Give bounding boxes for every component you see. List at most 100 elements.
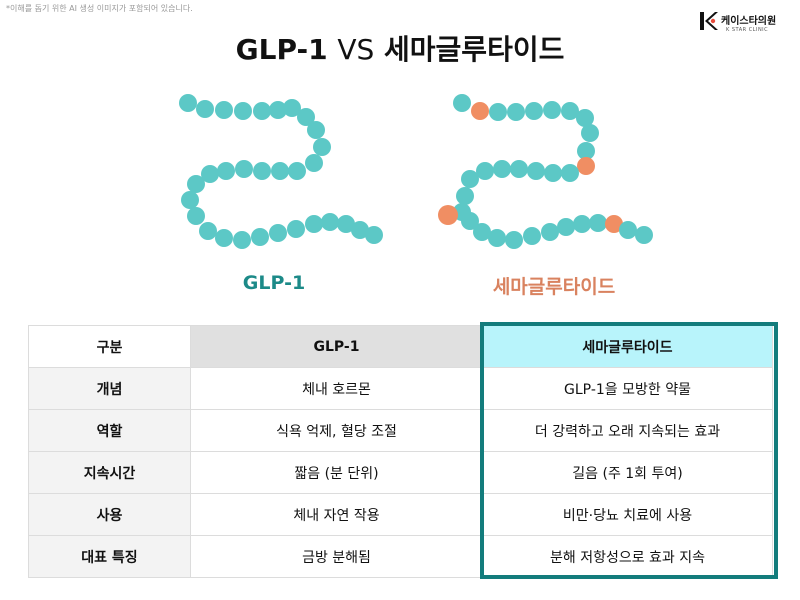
table-row: 지속시간 짧음 (분 단위) 길음 (주 1회 투여) <box>28 451 773 494</box>
table-row: 개념 체내 호르몬 GLP-1을 모방한 약물 <box>28 367 773 410</box>
amino-acid-bead <box>321 213 339 231</box>
amino-acid-bead <box>589 214 607 232</box>
glp1-chain-label: GLP-1 <box>242 272 306 294</box>
table-row: 대표 특징 금방 분해됨 분해 저항성으로 효과 지속 <box>28 535 773 578</box>
amino-acid-bead <box>453 94 471 112</box>
amino-acid-bead <box>635 226 653 244</box>
amino-acid-bead <box>179 94 197 112</box>
clinic-logo: 케이스타의원 K STAR CLINIC <box>698 10 794 36</box>
modified-amino-acid-bead <box>605 215 623 233</box>
amino-acid-bead <box>215 101 233 119</box>
row-label: 사용 <box>28 493 191 536</box>
amino-acid-bead <box>283 99 301 117</box>
amino-acid-bead <box>456 187 474 205</box>
clinic-subname: K STAR CLINIC <box>726 27 769 33</box>
amino-acid-bead <box>525 102 543 120</box>
amino-acid-bead <box>489 103 507 121</box>
ai-image-disclaimer: *이해를 돕기 위한 AI 생성 이미지가 포함되어 있습니다. <box>6 4 193 13</box>
peptide-chains-illustration <box>179 94 653 249</box>
table-row: 역할 식욕 억제, 혈당 조절 더 강력하고 오래 지속되는 효과 <box>28 409 773 452</box>
semaglutide-cell: 비만·당뇨 치료에 사용 <box>482 493 773 536</box>
modified-amino-acid-bead <box>471 102 489 120</box>
amino-acid-bead <box>305 215 323 233</box>
glp1-cell: 식욕 억제, 혈당 조절 <box>190 409 483 452</box>
header-glp1: GLP-1 <box>190 325 483 368</box>
amino-acid-bead <box>215 229 233 247</box>
amino-acid-bead <box>297 108 315 126</box>
semaglutide-cell: GLP-1을 모방한 약물 <box>482 367 773 410</box>
amino-acid-bead <box>576 109 594 127</box>
amino-acid-bead <box>351 221 369 239</box>
modified-amino-acid-bead <box>577 157 595 175</box>
amino-acid-bead <box>305 154 323 172</box>
clinic-name: 케이스타의원 <box>721 16 777 27</box>
table-row: 사용 체내 자연 작용 비만·당뇨 치료에 사용 <box>28 493 773 536</box>
amino-acid-bead <box>476 162 494 180</box>
amino-acid-bead <box>493 160 511 178</box>
amino-acid-bead <box>573 215 591 233</box>
title-right: 세마글루타이드 <box>384 33 565 66</box>
amino-acid-bead <box>581 124 599 142</box>
amino-acid-bead <box>505 231 523 249</box>
k-logo-icon <box>700 12 718 30</box>
glp1-cell: 체내 자연 작용 <box>190 493 483 536</box>
amino-acid-bead <box>577 142 595 160</box>
amino-acid-bead <box>313 138 331 156</box>
semaglutide-chain <box>438 94 653 249</box>
amino-acid-bead <box>199 222 217 240</box>
amino-acid-bead <box>561 164 579 182</box>
amino-acid-bead <box>288 162 306 180</box>
comparison-table: 구분 GLP-1 세마글루타이드 개념 체내 호르몬 GLP-1을 모방한 약물… <box>28 325 773 578</box>
amino-acid-bead <box>543 101 561 119</box>
amino-acid-bead <box>510 160 528 178</box>
amino-acid-bead <box>523 227 541 245</box>
amino-acid-bead <box>337 215 355 233</box>
amino-acid-bead <box>217 162 235 180</box>
glp1-cell: 짧음 (분 단위) <box>190 451 483 494</box>
amino-acid-bead <box>187 207 205 225</box>
amino-acid-bead <box>269 224 287 242</box>
amino-acid-bead <box>201 165 219 183</box>
amino-acid-bead <box>541 223 559 241</box>
glp1-cell: 체내 호르몬 <box>190 367 483 410</box>
amino-acid-bead <box>619 221 637 239</box>
row-label: 개념 <box>28 367 191 410</box>
amino-acid-bead <box>234 102 252 120</box>
amino-acid-bead <box>307 121 325 139</box>
glp1-chain <box>179 94 383 249</box>
semaglutide-cell: 더 강력하고 오래 지속되는 효과 <box>482 409 773 452</box>
amino-acid-bead <box>365 226 383 244</box>
amino-acid-bead <box>251 228 269 246</box>
amino-acid-bead <box>196 100 214 118</box>
glp1-cell: 금방 분해됨 <box>190 535 483 578</box>
amino-acid-bead <box>507 103 525 121</box>
page-title: GLP-1 VS 세마글루타이드 <box>0 28 800 68</box>
table-header-row: 구분 GLP-1 세마글루타이드 <box>28 325 773 368</box>
amino-acid-bead <box>181 191 199 209</box>
amino-acid-bead <box>544 164 562 182</box>
modified-amino-acid-bead <box>438 205 458 225</box>
row-label: 지속시간 <box>28 451 191 494</box>
row-label: 대표 특징 <box>28 535 191 578</box>
amino-acid-bead <box>461 212 479 230</box>
amino-acid-bead <box>527 162 545 180</box>
row-label: 역할 <box>28 409 191 452</box>
semaglutide-cell: 길음 (주 1회 투여) <box>482 451 773 494</box>
amino-acid-bead <box>557 218 575 236</box>
title-left: GLP-1 <box>235 33 328 66</box>
header-semaglutide: 세마글루타이드 <box>482 325 773 368</box>
amino-acid-bead <box>461 170 479 188</box>
amino-acid-bead <box>233 231 251 249</box>
semaglutide-chain-label: 세마글루타이드 <box>492 276 616 298</box>
title-vs: VS <box>337 33 375 66</box>
amino-acid-bead <box>269 101 287 119</box>
amino-acid-bead <box>253 102 271 120</box>
amino-acid-bead <box>253 162 271 180</box>
amino-acid-bead <box>235 160 253 178</box>
amino-acid-bead <box>473 223 491 241</box>
semaglutide-cell: 분해 저항성으로 효과 지속 <box>482 535 773 578</box>
amino-acid-bead <box>271 162 289 180</box>
amino-acid-bead <box>561 102 579 120</box>
amino-acid-bead <box>187 175 205 193</box>
amino-acid-bead <box>287 220 305 238</box>
